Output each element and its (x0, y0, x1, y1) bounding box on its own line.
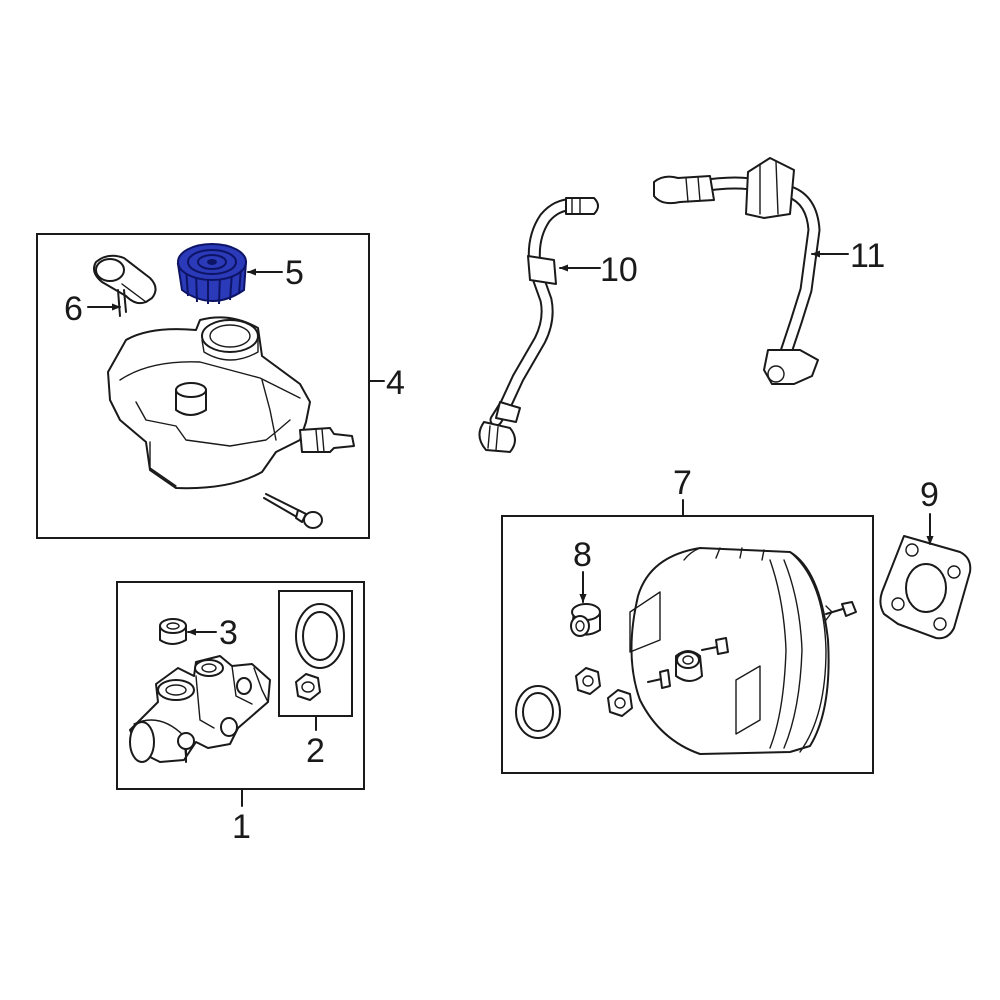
hex-nut-part-2[interactable] (295, 673, 321, 701)
callout-3: 3 (219, 614, 238, 652)
brake-booster-group-frame (501, 515, 874, 774)
master-cylinder-group-frame (116, 581, 365, 790)
callout-7: 7 (673, 464, 692, 502)
callout-2: 2 (306, 732, 325, 770)
grommet-part-3[interactable] (159, 618, 187, 645)
master-cylinder-part-1[interactable] (129, 655, 271, 763)
reservoir-mounting-bolt[interactable] (263, 493, 323, 529)
callout-10: 10 (600, 251, 638, 289)
booster-nut[interactable] (607, 689, 633, 717)
booster-gasket-part-9[interactable] (879, 535, 972, 640)
callout-11: 11 (850, 237, 885, 275)
callout-5: 5 (285, 254, 304, 292)
booster-o-ring[interactable] (515, 685, 561, 739)
brake-line-part-10[interactable] (478, 197, 599, 453)
brake-line-part-11[interactable] (653, 157, 821, 385)
check-valve-grommet-part-8[interactable] (570, 603, 601, 637)
seal-ring-part-2[interactable] (295, 603, 345, 669)
callout-1: 1 (232, 808, 251, 846)
callout-4: 4 (386, 364, 405, 402)
level-sensor-part-6[interactable] (93, 254, 157, 317)
callout-9: 9 (920, 476, 939, 514)
fluid-reservoir-part-4[interactable] (107, 316, 355, 490)
booster-nut[interactable] (575, 667, 601, 695)
callout-8: 8 (573, 536, 592, 574)
reservoir-cap-part-5[interactable] (176, 243, 248, 305)
brake-booster-part-7[interactable] (629, 547, 857, 755)
reservoir-group-frame (36, 233, 370, 539)
callout-6: 6 (64, 290, 83, 328)
